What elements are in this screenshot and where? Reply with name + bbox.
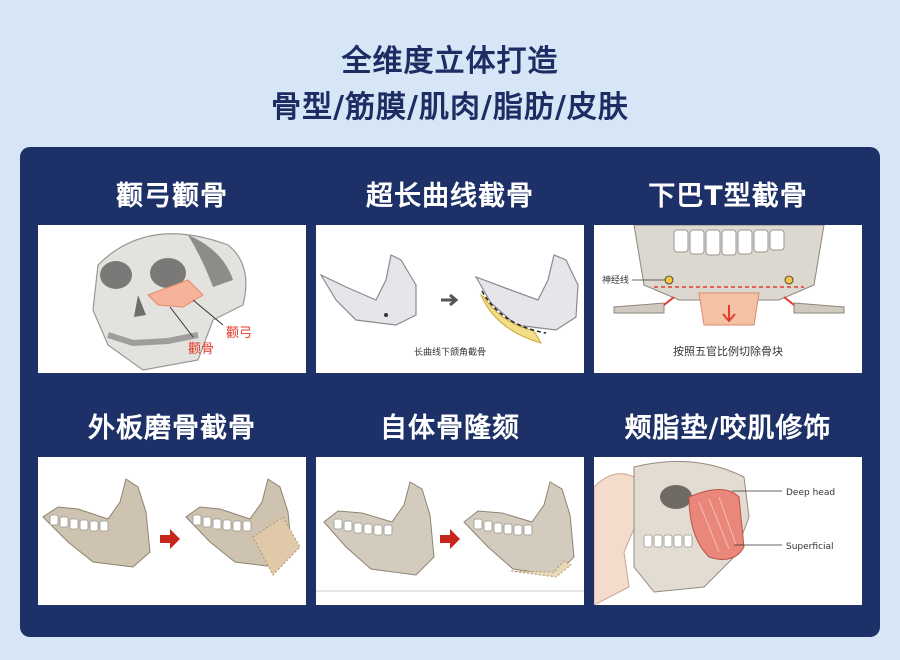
label-deep-head: Deep head — [786, 488, 835, 498]
label-zygomatic-arch: 颧弓 — [226, 326, 252, 341]
card-buccal-fat-masseter: 颊脂垫/咬肌修饰 Deep head Superficial — [594, 409, 862, 605]
card-autologous-chin-augmentation: 自体骨隆颏 — [316, 409, 584, 605]
caption-text: 长曲线下颌角截骨 — [414, 346, 486, 358]
page-header: 全维度立体打造 骨型/筋膜/肌肉/脂肪/皮肤 — [0, 0, 900, 140]
card-long-curve-osteotomy: 超长曲线截骨 长曲线下颌角截骨 — [316, 177, 584, 373]
label-zygomatic-bone: 颧骨 — [188, 342, 214, 357]
jaw-grinding-illustration — [38, 457, 306, 605]
label-nerve-line: 神经线 — [602, 274, 629, 286]
jaw-grinding-diagram — [38, 457, 306, 605]
headline-line-1: 全维度立体打造 — [341, 44, 559, 79]
procedure-panel: 颧弓颧骨 颧弓 颧骨 超长曲线截骨 — [20, 147, 880, 637]
card-title: 外板磨骨截骨 — [88, 413, 256, 444]
masseter-illustration: Deep head Superficial — [594, 457, 862, 605]
card-title: 自体骨隆颏 — [380, 413, 520, 444]
chin-augmentation-diagram — [316, 457, 584, 605]
label-superficial: Superficial — [786, 542, 834, 552]
card-title: 下巴T型截骨 — [648, 181, 808, 212]
mandible-diagram: 长曲线下颌角截骨 — [316, 225, 584, 373]
card-zygomatic: 颧弓颧骨 颧弓 颧骨 — [38, 177, 306, 373]
headline-line-2: 骨型/筋膜/肌肉/脂肪/皮肤 — [271, 90, 629, 125]
card-title: 超长曲线截骨 — [366, 181, 534, 212]
mandible-illustration: 长曲线下颌角截骨 — [316, 225, 584, 373]
card-outer-cortex-grinding: 外板磨骨截骨 — [38, 409, 306, 605]
skull-illustration: 颧弓 颧骨 — [38, 225, 306, 373]
masseter-diagram: Deep head Superficial — [594, 457, 862, 605]
caption-text: 按照五官比例切除骨块 — [673, 344, 783, 358]
card-title: 颊脂垫/咬肌修饰 — [624, 413, 832, 444]
chin-diagram: 神经线 按照五官比例切除骨块 — [594, 225, 862, 373]
chin-illustration: 神经线 按照五官比例切除骨块 — [594, 225, 862, 373]
card-t-osteotomy: 下巴T型截骨 神经线 — [594, 177, 862, 373]
card-title: 颧弓颧骨 — [116, 181, 228, 212]
skull-diagram: 颧弓 颧骨 — [38, 225, 306, 373]
chin-augmentation-illustration — [316, 457, 584, 605]
